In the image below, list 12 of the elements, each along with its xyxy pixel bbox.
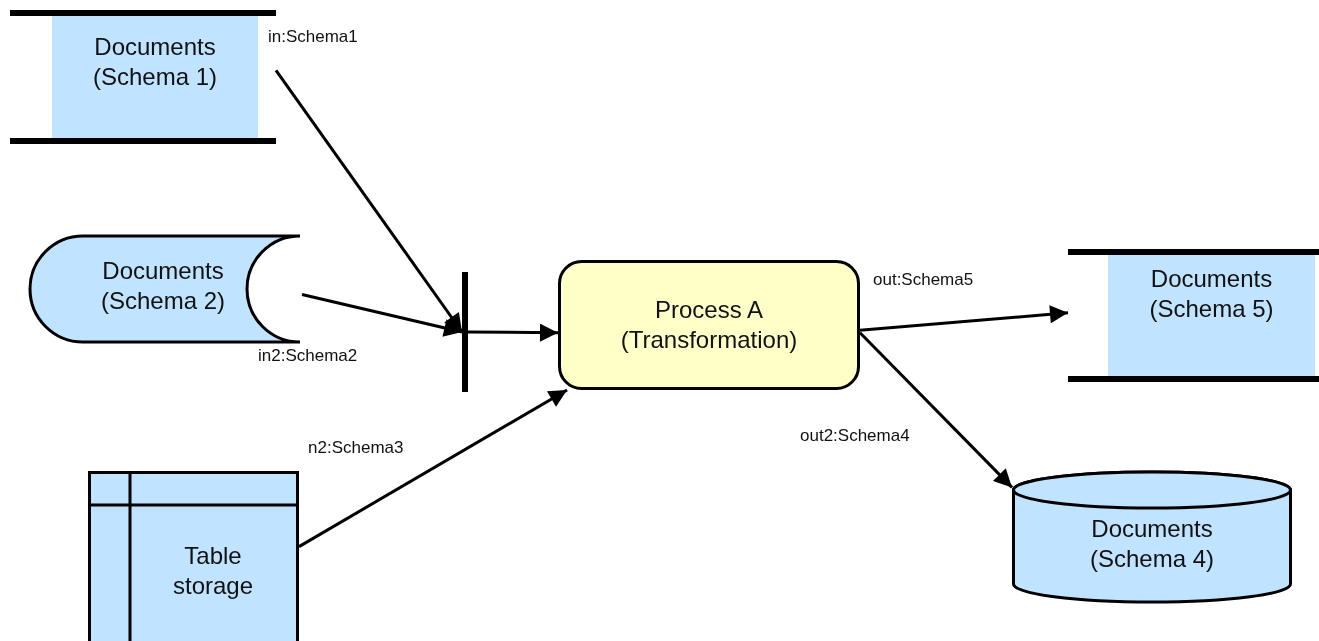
- arrow: [301, 293, 463, 337]
- arrow: [274, 69, 464, 333]
- node-label: Documents (Schema 1): [91, 32, 218, 92]
- arrow: [858, 331, 1014, 489]
- arrow: [859, 305, 1069, 332]
- node-label: Documents (Schema 2): [99, 256, 226, 316]
- node-label: Process A (Transformation): [619, 295, 799, 355]
- arrow: [468, 323, 558, 342]
- node-label: Documents (Schema 4): [1088, 514, 1215, 574]
- node-label: Table storage: [171, 541, 255, 601]
- node-label: Documents (Schema 5): [1148, 264, 1275, 324]
- arrow: [298, 388, 568, 548]
